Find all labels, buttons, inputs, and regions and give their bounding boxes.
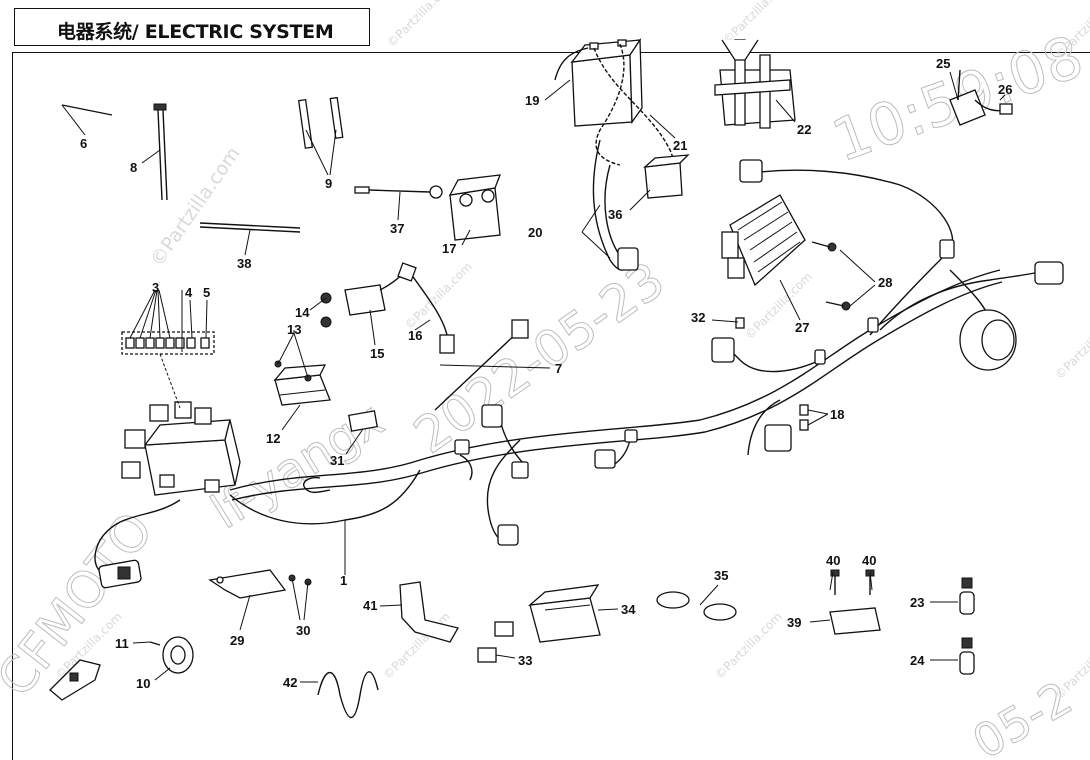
cable-tie-8: [153, 103, 168, 201]
sensor-25: [949, 69, 1013, 126]
callout-10: 10: [136, 676, 150, 691]
callout-29: 29: [230, 633, 244, 648]
watermark-partzilla-1: ©Partzilla.com: [384, 0, 457, 50]
battery-holder: [714, 39, 796, 129]
taillight-housing: [959, 309, 1017, 371]
regulator-bolts: [811, 241, 851, 311]
callout-42: 42: [283, 675, 297, 690]
callout-7: 7: [555, 361, 562, 376]
lead-37: [354, 185, 443, 199]
horn: [49, 636, 194, 701]
title-box: 电器系统/ ELECTRIC SYSTEM: [14, 8, 370, 46]
callout-37: 37: [390, 221, 404, 236]
callout-20: 20: [528, 225, 542, 240]
ignition-coil: [320, 262, 455, 354]
callout-labels: 1 3 4 5 6 7 8 9 10 11 12 13 14 15 16 17 …: [80, 56, 1012, 691]
callout-3: 3: [152, 280, 159, 295]
callout-41: 41: [363, 598, 377, 613]
watermark-partzilla-6: ©Partzilla.com: [1052, 309, 1090, 382]
callout-19: 19: [525, 93, 539, 108]
callout-24: 24: [910, 653, 925, 668]
callout-13: 13: [287, 322, 301, 337]
sensor-18: [764, 404, 809, 452]
callout-23: 23: [910, 595, 924, 610]
relay-36: [617, 154, 690, 271]
part-42: [317, 671, 379, 718]
callout-22: 22: [797, 122, 811, 137]
callout-34: 34: [621, 602, 636, 617]
fuses-group: [121, 331, 215, 409]
callout-12: 12: [266, 431, 280, 446]
callout-17: 17: [442, 241, 456, 256]
callout-32: 32: [691, 310, 705, 325]
bracket-41: [399, 581, 459, 643]
main-wiring-harness: [94, 169, 1041, 579]
callout-30: 30: [296, 623, 310, 638]
callout-36: 36: [608, 207, 622, 222]
diagram-frame: [12, 52, 1090, 760]
module-34: [477, 584, 601, 663]
callout-4: 4: [185, 285, 193, 300]
callout-25: 25: [936, 56, 950, 71]
callout-28: 28: [878, 275, 892, 290]
harness-connectors: [98, 159, 1064, 589]
callout-6: 6: [80, 136, 87, 151]
starter-relay: [448, 174, 501, 241]
callout-1: 1: [340, 573, 347, 588]
bulbs-23-24: [959, 577, 975, 675]
clamp-35: [656, 591, 737, 621]
callout-35: 35: [714, 568, 728, 583]
ecu: [273, 360, 331, 406]
callout-14: 14: [295, 305, 310, 320]
callout-15: 15: [370, 346, 384, 361]
cable-38: [199, 222, 301, 233]
callout-21: 21: [673, 138, 687, 153]
callout-39: 39: [787, 615, 801, 630]
part-6: [61, 104, 113, 116]
callout-27: 27: [795, 320, 809, 335]
leader-lines: [61, 71, 1006, 683]
module-39: [829, 569, 881, 635]
page-title: 电器系统/ ELECTRIC SYSTEM: [57, 21, 334, 43]
bracket-29: [208, 569, 312, 599]
callout-5: 5: [203, 285, 210, 300]
ties-9: [297, 96, 344, 149]
callout-40-a: 40: [826, 553, 840, 568]
voltage-regulator: [721, 194, 806, 287]
fuse-box: [121, 401, 241, 496]
sensor-7: [434, 319, 529, 411]
callout-31: 31: [330, 453, 344, 468]
battery: [554, 37, 674, 271]
callout-8: 8: [130, 160, 137, 175]
callout-26: 26: [998, 82, 1012, 97]
callout-18: 18: [830, 407, 844, 422]
watermark-partzilla-10: ©Partzilla.com: [1052, 629, 1090, 702]
callout-38: 38: [237, 256, 251, 271]
callout-40-b: 40: [862, 553, 876, 568]
callout-11: 11: [115, 636, 129, 651]
part-31: [348, 410, 378, 432]
callout-16: 16: [408, 328, 422, 343]
sensor-32: [711, 317, 745, 363]
callout-33: 33: [518, 653, 532, 668]
callout-9: 9: [325, 176, 332, 191]
